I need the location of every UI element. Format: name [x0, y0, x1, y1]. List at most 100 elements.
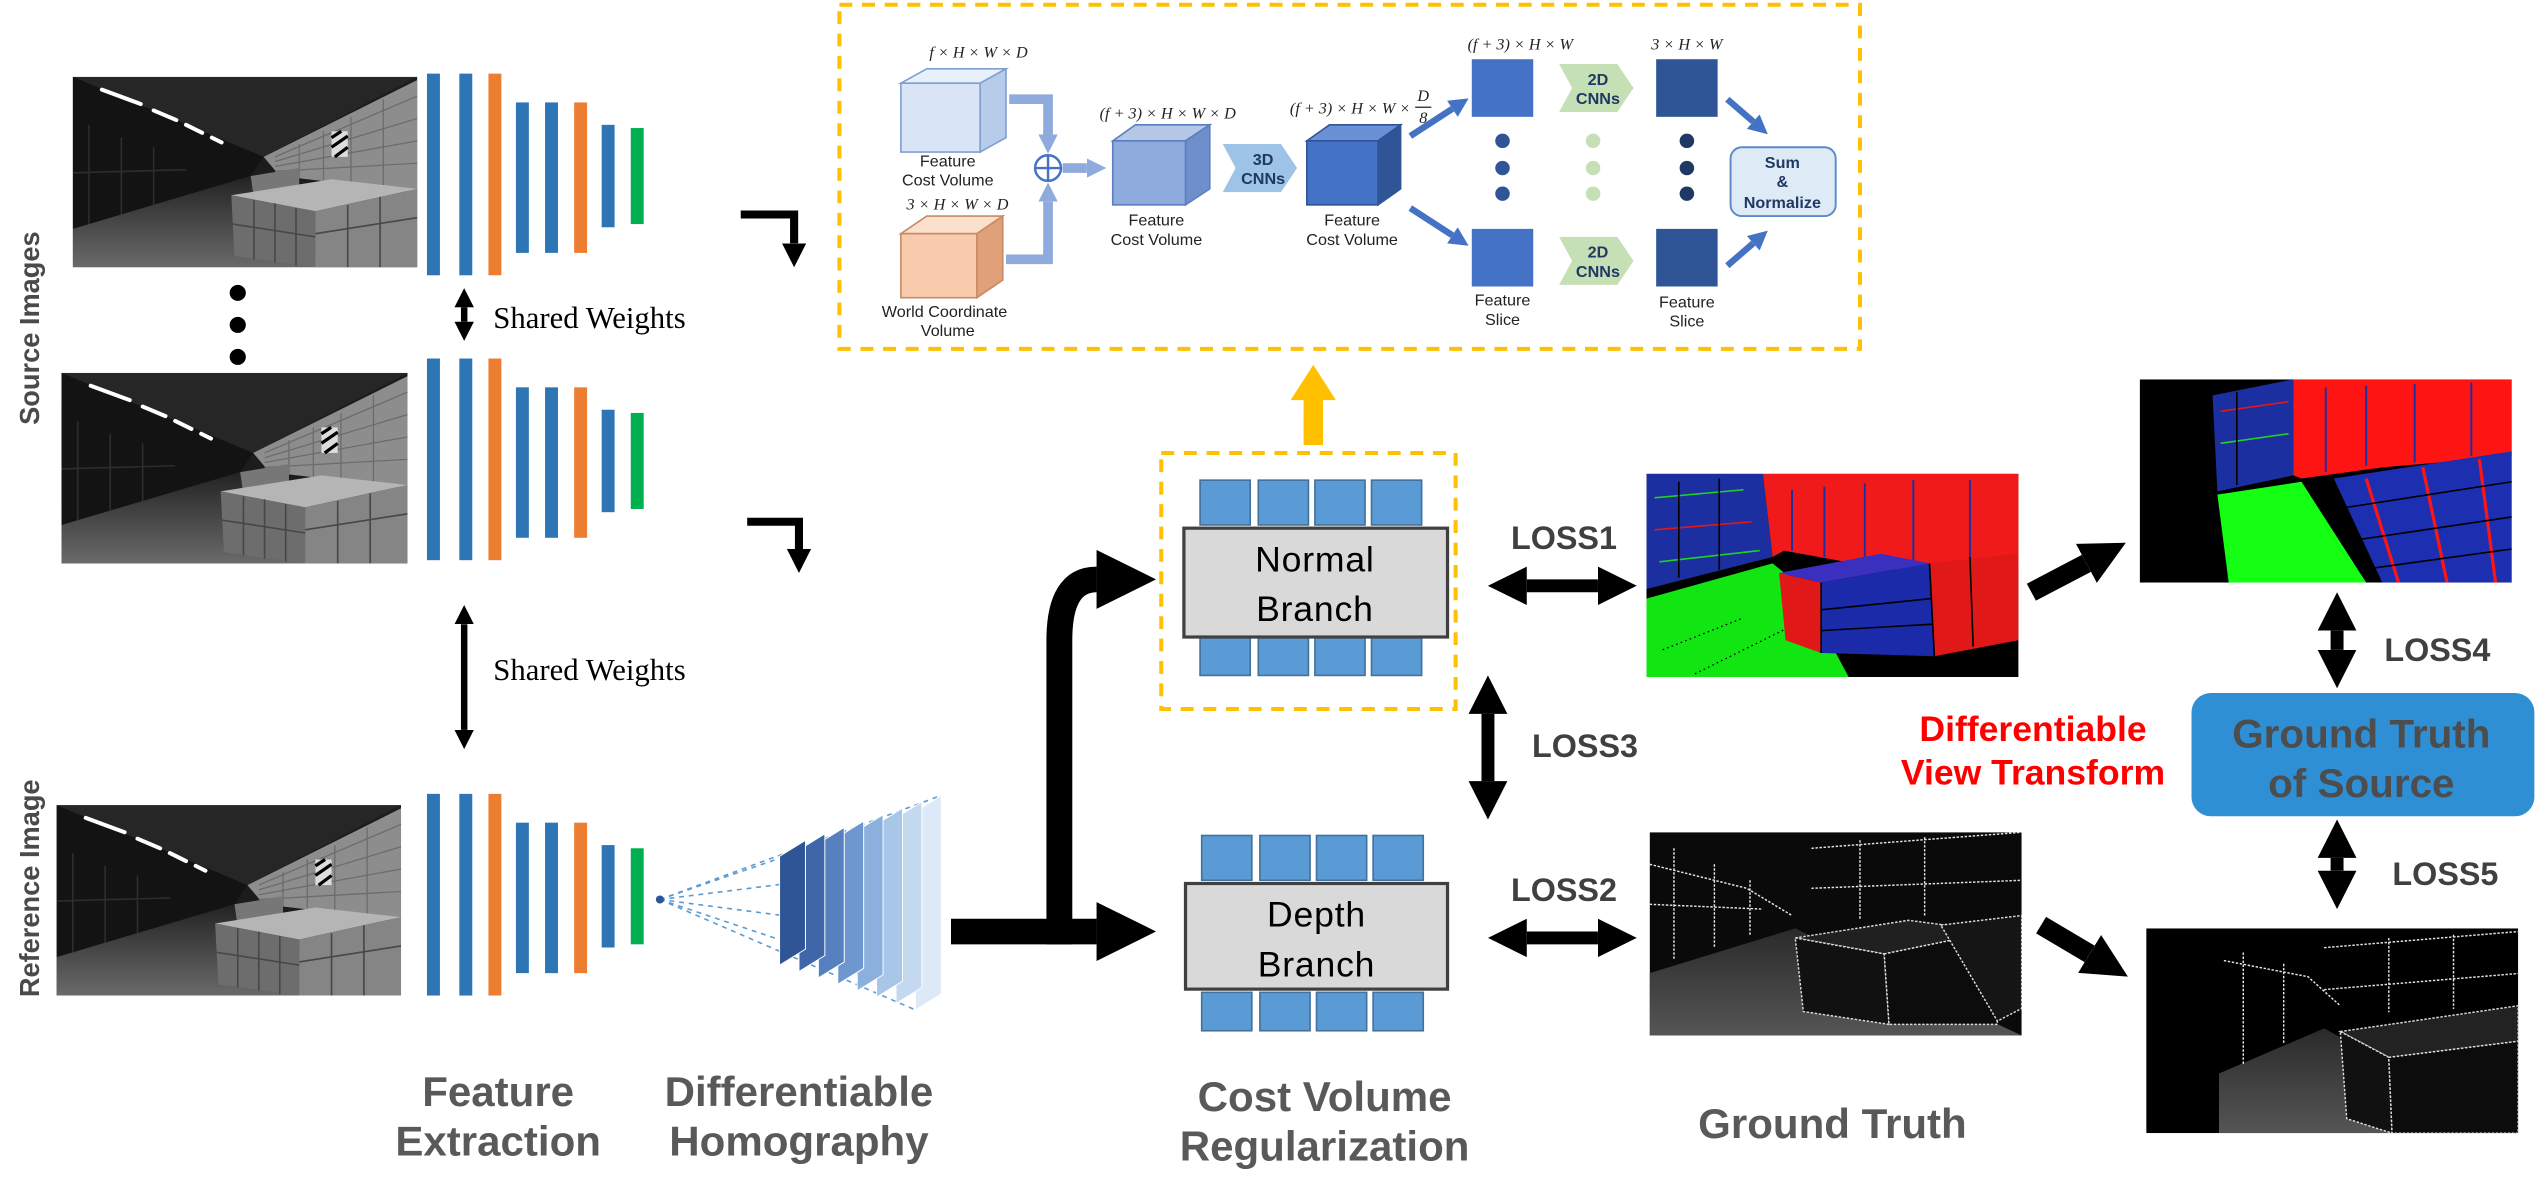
normal-branch-label-1: Normal: [1255, 541, 1374, 580]
feature-volume-cube: [897, 67, 1010, 154]
cnn2d-label-top-2: CNNs: [1576, 90, 1620, 108]
cnn3d-label-1: 3D: [1253, 151, 1274, 169]
slice-arrow-top: [1408, 98, 1469, 139]
depth-ground-truth-image: [1649, 832, 2022, 1036]
source-images-label: Source Images: [14, 231, 45, 425]
depth-branch-cells: [1200, 834, 1425, 1032]
view-transform-label-2: View Transform: [1901, 753, 2165, 792]
depth-branch-box: [1183, 881, 1450, 991]
loss1-label: LOSS1: [1511, 520, 1617, 556]
feature-volume-label-1: Feature: [920, 153, 976, 171]
arrow-to-source-depth: [2036, 916, 2128, 977]
feature-slice-top: [1471, 59, 1534, 117]
loss3-label: LOSS3: [1532, 728, 1638, 764]
stage-feature-extraction-1: Feature: [422, 1068, 574, 1115]
arrow-to-normal-branch: [1046, 549, 1157, 945]
stage-homography-1: Differentiable: [665, 1068, 934, 1115]
feature-extractor-reference: [426, 793, 644, 996]
cnn3d-label-2: CNNs: [1241, 170, 1285, 188]
world-volume-label-2: Volume: [921, 322, 975, 340]
ground-truth-of-source-label-2: of Source: [2268, 761, 2454, 806]
shared-weights-label-bottom: Shared Weights: [493, 653, 685, 687]
loss4-label: LOSS4: [2384, 632, 2490, 668]
cnn2d-chevron-bottom: [1559, 236, 1634, 285]
cnn3d-chevron: [1222, 144, 1298, 193]
depth-branch-label-1: Depth: [1267, 896, 1366, 935]
out-slice-label-2: Slice: [1669, 313, 1704, 331]
stage-feature-extraction-2: Extraction: [395, 1118, 601, 1165]
stage-homography-2: Homography: [669, 1118, 929, 1165]
plus-circle-icon: [1033, 154, 1063, 183]
cnn2d-ellipsis: [1585, 133, 1601, 201]
out-slice-dim: 3 × H × W: [1650, 37, 1724, 54]
loss5-label: LOSS5: [2392, 856, 2498, 892]
corner-arrow-top: [740, 210, 807, 268]
reduced-volume-label-2: Cost Volume: [1306, 231, 1398, 249]
feature-extractor-source-1: [426, 73, 644, 276]
world-volume-dim: 3 × H × W × D: [906, 197, 1009, 214]
merge-arrow-bottom: [1005, 182, 1058, 265]
slice-label-2: Slice: [1485, 311, 1520, 329]
sum-normalize-label-2: &: [1776, 173, 1788, 191]
feature-volume-label-2: Cost Volume: [902, 172, 994, 190]
slice-label-1: Feature: [1475, 292, 1531, 310]
concat-volume-label-1: Feature: [1129, 212, 1185, 230]
sum-normalize-label-3: Normalize: [1744, 194, 1821, 212]
source-normal-image: [2139, 379, 2512, 583]
normal-branch-label-2: Branch: [1256, 590, 1374, 629]
view-transform-label-1: Differentiable: [1919, 710, 2146, 749]
reduced-volume-label-1: Feature: [1324, 212, 1380, 230]
normal-branch-cells: [1199, 479, 1423, 677]
slice-dim: (f + 3) × H × W: [1468, 37, 1575, 54]
sum-normalize-label-1: Sum: [1765, 154, 1800, 172]
corner-arrow-bottom: [747, 517, 812, 573]
normal-branch-dashed-frame: [1159, 450, 1458, 712]
reduced-volume-dim: (f + 3) × H × W ×: [1290, 101, 1410, 118]
shared-weights-label-top: Shared Weights: [493, 301, 685, 335]
ellipsis-dots: [229, 284, 246, 365]
world-volume-label-1: World Coordinate: [882, 303, 1008, 321]
reduced-volume-numerator: D: [1416, 88, 1429, 105]
feature-volume-dim: f × H × W × D: [929, 45, 1028, 62]
cnn2d-label-top-1: 2D: [1588, 71, 1609, 89]
cnn2d-chevron-top: [1559, 64, 1634, 113]
slice-arrow-bottom: [1408, 205, 1469, 246]
output-slice-top: [1656, 59, 1718, 117]
concat-volume-label-2: Cost Volume: [1111, 231, 1203, 249]
world-coordinate-cube: [898, 214, 1006, 300]
arrow-to-source-normal: [2026, 542, 2126, 601]
reference-image: [57, 805, 401, 995]
sum-arrow-top: [1725, 96, 1768, 135]
stage-ground-truth: Ground Truth: [1698, 1100, 1967, 1147]
output-slice-ellipsis: [1679, 133, 1695, 201]
reference-image-label: Reference Image: [14, 779, 45, 997]
ground-truth-of-source-box: [2191, 693, 2535, 817]
ground-truth-of-source-label-1: Ground Truth: [2232, 712, 2490, 757]
feature-extractor-source-2: [426, 358, 644, 561]
homography-frustum: [655, 794, 942, 1011]
source-depth-image: [2146, 928, 2519, 1134]
concat-volume-cube: [1110, 123, 1213, 207]
source-image-1: [73, 77, 417, 267]
cnn2d-label-bottom-1: 2D: [1588, 244, 1609, 262]
depth-branch-label-2: Branch: [1258, 945, 1376, 984]
out-slice-label-1: Feature: [1659, 293, 1715, 311]
source-image-2: [61, 373, 407, 563]
merge-arrow-top: [1009, 94, 1058, 154]
stage-regularization-2: Regularization: [1180, 1123, 1470, 1170]
feature-slice-bottom: [1471, 228, 1534, 287]
normal-branch-box: [1182, 526, 1450, 639]
detail-dashed-frame: [837, 2, 1862, 351]
slice-ellipsis: [1495, 133, 1510, 201]
loss2-label: LOSS2: [1511, 872, 1617, 908]
normal-ground-truth-image: [1646, 473, 2019, 678]
concat-volume-dim: (f + 3) × H × W × D: [1100, 106, 1236, 123]
cnn2d-label-bottom-2: CNNs: [1576, 263, 1620, 281]
sum-arrow-bottom: [1725, 230, 1768, 269]
stage-regularization-1: Cost Volume: [1198, 1073, 1452, 1120]
reduced-volume-denominator: 8: [1419, 110, 1427, 127]
zoom-up-arrow: [1290, 364, 1336, 445]
sum-normalize-box: [1729, 146, 1837, 218]
output-slice-bottom: [1656, 228, 1718, 287]
